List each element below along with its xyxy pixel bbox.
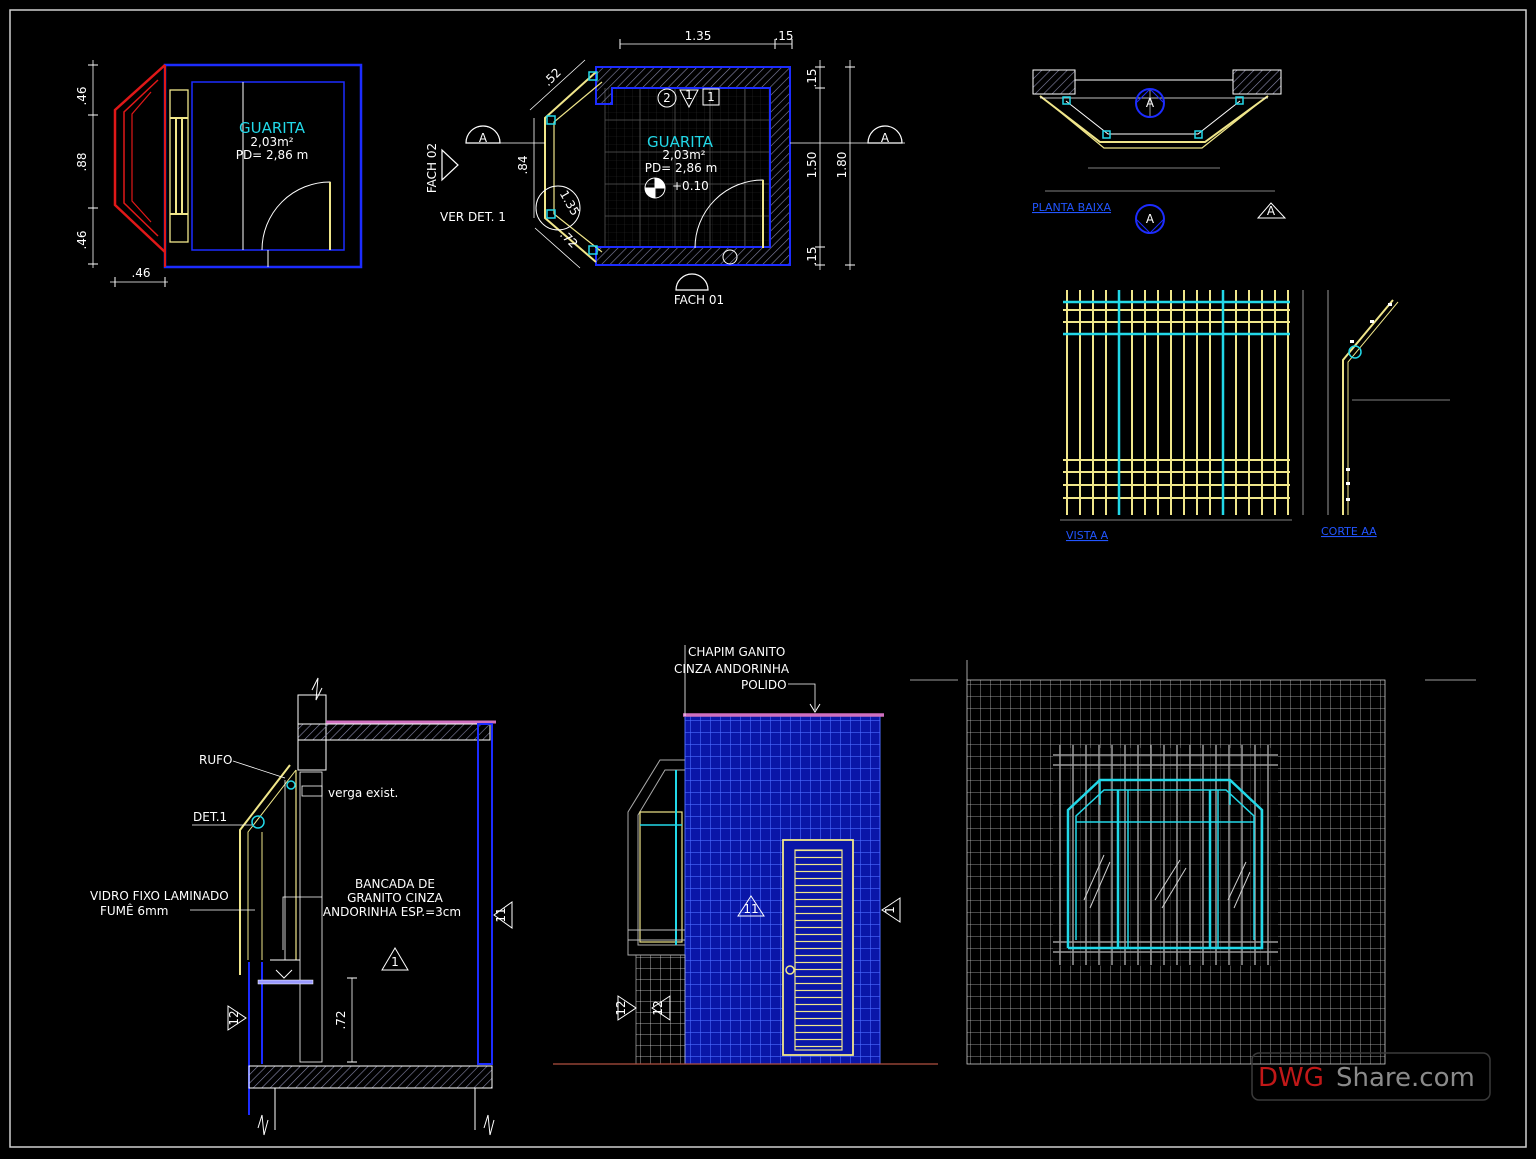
plan-main-section-a-right: A bbox=[881, 131, 890, 145]
facade-grid-detail bbox=[910, 660, 1476, 1065]
elevation-tag-left-b: 12 bbox=[651, 1000, 665, 1015]
watermark-dwg: DWG bbox=[1258, 1063, 1324, 1093]
plan-main-tag-3: 1 bbox=[707, 90, 715, 104]
elevation-chapim-2: CINZA ANDORINHA bbox=[674, 662, 790, 676]
section-tag-center: 1 bbox=[391, 955, 399, 969]
section-rufo: RUFO bbox=[199, 753, 232, 767]
vista-a-detail bbox=[1060, 290, 1304, 521]
planta-baixa-detail bbox=[1032, 69, 1287, 234]
plan-main-dim-r2: 1.50 bbox=[805, 152, 819, 179]
section-vidro-1: VIDRO FIXO LAMINADO bbox=[90, 889, 229, 903]
plan-main-dim-diag: .52 bbox=[540, 65, 563, 88]
plan-small-dim-width: .46 bbox=[131, 266, 150, 280]
elevation-chapim-3: POLIDO bbox=[741, 678, 787, 692]
plan-small bbox=[88, 60, 363, 287]
plan-main-level: +0.10 bbox=[672, 179, 709, 193]
section-bancada-1: BANCADA DE bbox=[355, 877, 435, 891]
elevation-tag-left-a: 12 bbox=[614, 1000, 628, 1015]
plan-small-dim-middle: .88 bbox=[75, 152, 89, 171]
plan-main-tag-1: 2 bbox=[663, 91, 671, 105]
watermark-share: Share.com bbox=[1336, 1063, 1475, 1093]
elevation-tag-center: 11 bbox=[743, 902, 758, 916]
plan-main-dim-left: .84 bbox=[516, 155, 530, 174]
watermark-logo: DWG Share.com bbox=[1251, 1052, 1491, 1101]
plan-main-fach02: FACH 02 bbox=[425, 143, 439, 193]
section-tag-right: 11 bbox=[494, 907, 508, 922]
plan-main-area: 2,03m² bbox=[662, 148, 705, 162]
elevation-tag-right: 1 bbox=[883, 906, 897, 914]
elevation-detail bbox=[553, 645, 938, 1065]
section-tag-left: 12 bbox=[227, 1010, 241, 1025]
section-bancada-3: ANDORINHA ESP.=3cm bbox=[323, 905, 461, 919]
vista-a-label: VISTA A bbox=[1066, 529, 1109, 542]
elevation-chapim-1: CHAPIM GANITO bbox=[688, 645, 785, 659]
corte-aa-detail bbox=[1327, 290, 1450, 515]
plan-small-dim-bottom: .46 bbox=[75, 230, 89, 249]
section-verga: verga exist. bbox=[328, 786, 398, 800]
corte-aa-label: CORTE AA bbox=[1321, 525, 1377, 538]
plan-main-fach01: FACH 01 bbox=[674, 293, 724, 307]
planta-baixa-label: PLANTA BAIXA bbox=[1032, 201, 1112, 214]
plan-main-dim-circle: 1.35 bbox=[557, 188, 582, 218]
section-bancada-2: GRANITO CINZA bbox=[347, 891, 444, 905]
plan-main-dim-top-right: .15 bbox=[774, 29, 793, 43]
plan-main-section-a-left: A bbox=[479, 131, 488, 145]
planta-baixa-marker-right: A bbox=[1267, 204, 1276, 218]
plan-main-pd: PD= 2,86 m bbox=[645, 161, 718, 175]
plan-main-dim-r1: .15 bbox=[805, 68, 819, 87]
plan-small-title: GUARITA bbox=[239, 119, 306, 137]
planta-baixa-marker-top: A bbox=[1146, 96, 1155, 110]
section-height-dim: .72 bbox=[334, 1010, 348, 1029]
plan-small-area: 2,03m² bbox=[250, 135, 293, 149]
plan-main-dim-top: 1.35 bbox=[685, 29, 712, 43]
section-vidro-2: FUMÊ 6mm bbox=[100, 903, 168, 918]
plan-main-dim-r4: .15 bbox=[805, 246, 819, 265]
section-det1: DET.1 bbox=[193, 810, 227, 824]
plan-main-dim-r3: 1.80 bbox=[835, 152, 849, 179]
plan-main-ver-det: VER DET. 1 bbox=[440, 210, 506, 224]
drawing-border bbox=[9, 9, 1527, 1148]
section-detail bbox=[190, 677, 513, 1136]
plan-main-title: GUARITA bbox=[647, 133, 714, 151]
plan-main bbox=[441, 39, 905, 291]
plan-small-pd: PD= 2,86 m bbox=[236, 148, 309, 162]
plan-main-tag-2: 1 bbox=[685, 88, 693, 102]
planta-baixa-marker-bottom: A bbox=[1146, 212, 1155, 226]
plan-small-dim-top: .46 bbox=[75, 86, 89, 105]
